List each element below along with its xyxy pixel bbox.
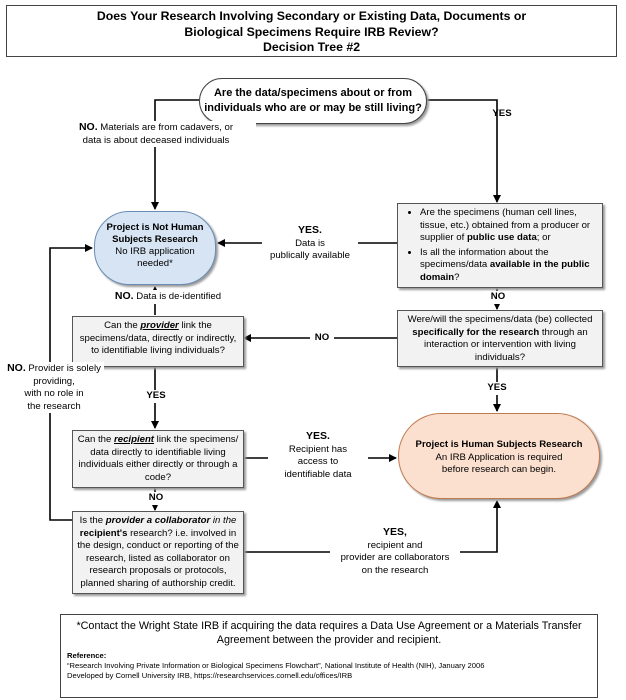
label-yes-access-text-3: identifiable data: [284, 468, 352, 480]
label-yes-specific: YES: [483, 382, 511, 395]
title-box: Does Your Research Involving Secondary o…: [6, 5, 617, 57]
recipient-text-a: Can the: [77, 434, 115, 445]
collab-text-b: provider a collaborator: [105, 515, 211, 526]
label-no-specific: NO: [310, 332, 334, 345]
human-subjects-node: Project is Human Subjects Research An IR…: [398, 413, 600, 499]
provider-text-b: provider: [140, 320, 179, 331]
start-question: Are the data/specimens about or from ind…: [199, 78, 427, 124]
label-no-deceased-text-1: Materials are from cadavers, or: [97, 122, 234, 133]
label-no-deidentified-bold: NO.: [114, 290, 134, 302]
label-no-deidentified-text: Data is de-identified: [133, 291, 222, 302]
specific-text-c: through an interaction or intervention w…: [424, 326, 588, 363]
human-title: Project is Human Subjects Research: [415, 439, 583, 450]
label-no-deceased-bold: NO.: [78, 121, 98, 133]
label-yes-living: YES: [492, 108, 512, 119]
collab-text-c: in the: [210, 515, 237, 526]
public-data-question: Are the specimens (human cell lines, tis…: [397, 203, 603, 288]
footer-ref-1: “Research Involving Private Information …: [67, 661, 485, 670]
label-yes-public-text-1: Data is: [295, 237, 325, 249]
public-data-bullet-1: Are the specimens (human cell lines, tis…: [420, 207, 598, 245]
recipient-text-c: link the specimens/ data directly to ide…: [78, 434, 239, 483]
label-yes-access: YES. Recipient has access to identifiabl…: [268, 430, 368, 481]
label-no-provider-text-2: providing,: [33, 375, 75, 387]
recipient-text-b: recipient: [114, 434, 155, 445]
footer-ref-label: Reference:: [67, 651, 107, 660]
not-human-title-2: Subjects Research: [112, 234, 198, 245]
collab-text-e: research? i.e. involved in the design, c…: [77, 527, 239, 589]
label-yes-collab-text-3: on the research: [361, 564, 429, 576]
label-no-public: NO: [485, 291, 511, 304]
collab-text-a: Is the: [79, 515, 106, 526]
provider-text-a: Can the: [104, 320, 141, 331]
label-yes-public-text-2: publically available: [270, 250, 350, 261]
human-text: An IRB Application is required before re…: [435, 451, 563, 476]
title-line-1: Does Your Research Involving Secondary o…: [96, 9, 527, 23]
title-line-3: Decision Tree #2: [262, 40, 361, 54]
label-no-provider-text-4: the research: [27, 400, 81, 412]
arrow-yes-collab: [244, 500, 501, 553]
label-yes-collab-bold: YES,: [383, 526, 407, 538]
arrow-no-deceased: [151, 99, 199, 210]
specific-research-question: Were/will the specimens/data (be) collec…: [397, 310, 603, 367]
public-data-bullet-2: Is all the information about the specime…: [420, 247, 598, 285]
collab-text-d: recipient's: [79, 527, 128, 539]
arrow-yes-living: [427, 99, 501, 203]
label-no-provider-bold: NO.: [7, 362, 26, 374]
footer-note-box: *Contact the Wright State IRB if acquiri…: [60, 614, 598, 698]
recipient-link-question: Can the recipient link the specimens/ da…: [72, 430, 244, 488]
label-yes-access-bold: YES.: [306, 430, 330, 442]
label-yes-collaborator: YES, recipient and provider are collabor…: [330, 526, 460, 577]
label-no-deceased: NO. Materials are from cadavers, or data…: [56, 121, 256, 147]
label-no-deidentified: NO. Data is de-identified: [98, 290, 238, 304]
specific-text-a: Were/will the specimens/data (be) collec…: [407, 314, 593, 325]
not-human-subjects-node: Project is Not Human Subjects Research N…: [94, 211, 216, 285]
provider-link-question: Can the provider link the specimens/data…: [72, 316, 244, 367]
footer-references: Reference: “Research Involving Private I…: [61, 647, 597, 681]
label-yes-collab-text-1: recipient and: [367, 539, 423, 551]
label-no-provider-text-1: Provider is solely: [25, 363, 101, 374]
footer-note: *Contact the Wright State IRB if acquiri…: [76, 620, 582, 646]
not-human-title-1: Project is Not Human: [106, 222, 204, 233]
not-human-text-2: needed*: [137, 258, 173, 269]
provider-text-c: link the specimens/data, directly or ind…: [79, 320, 237, 356]
footer-ref-2: Developed by Cornell University IRB, htt…: [67, 671, 353, 680]
label-no-provider-text-3: with no role in: [24, 388, 84, 399]
label-yes-public: YES. Data is publically available: [262, 224, 358, 263]
not-human-text-1: No IRB application: [115, 246, 195, 257]
label-no-deceased-text-2: data is about deceased individuals: [82, 134, 230, 146]
label-yes-public-bold: YES.: [298, 224, 322, 236]
start-question-line-2: individuals who are or may be still livi…: [204, 102, 422, 114]
label-yes-provider-link: YES: [143, 390, 169, 403]
label-yes-access-text-1: Recipient has: [288, 443, 348, 455]
label-no-provider-role: NO. Provider is solely providing, with n…: [4, 362, 104, 413]
title-line-2: Biological Specimens Require IRB Review?: [184, 24, 439, 39]
label-yes-access-text-2: access to: [297, 456, 339, 467]
start-question-line-1: Are the data/specimens about or from: [213, 87, 413, 99]
label-no-recipient: NO: [143, 492, 169, 505]
specific-text-b: specifically for the research: [412, 326, 540, 338]
label-yes-collab-text-2: provider are collaborators: [340, 552, 450, 563]
provider-collaborator-question: Is the provider a collaborator in the re…: [72, 511, 244, 594]
